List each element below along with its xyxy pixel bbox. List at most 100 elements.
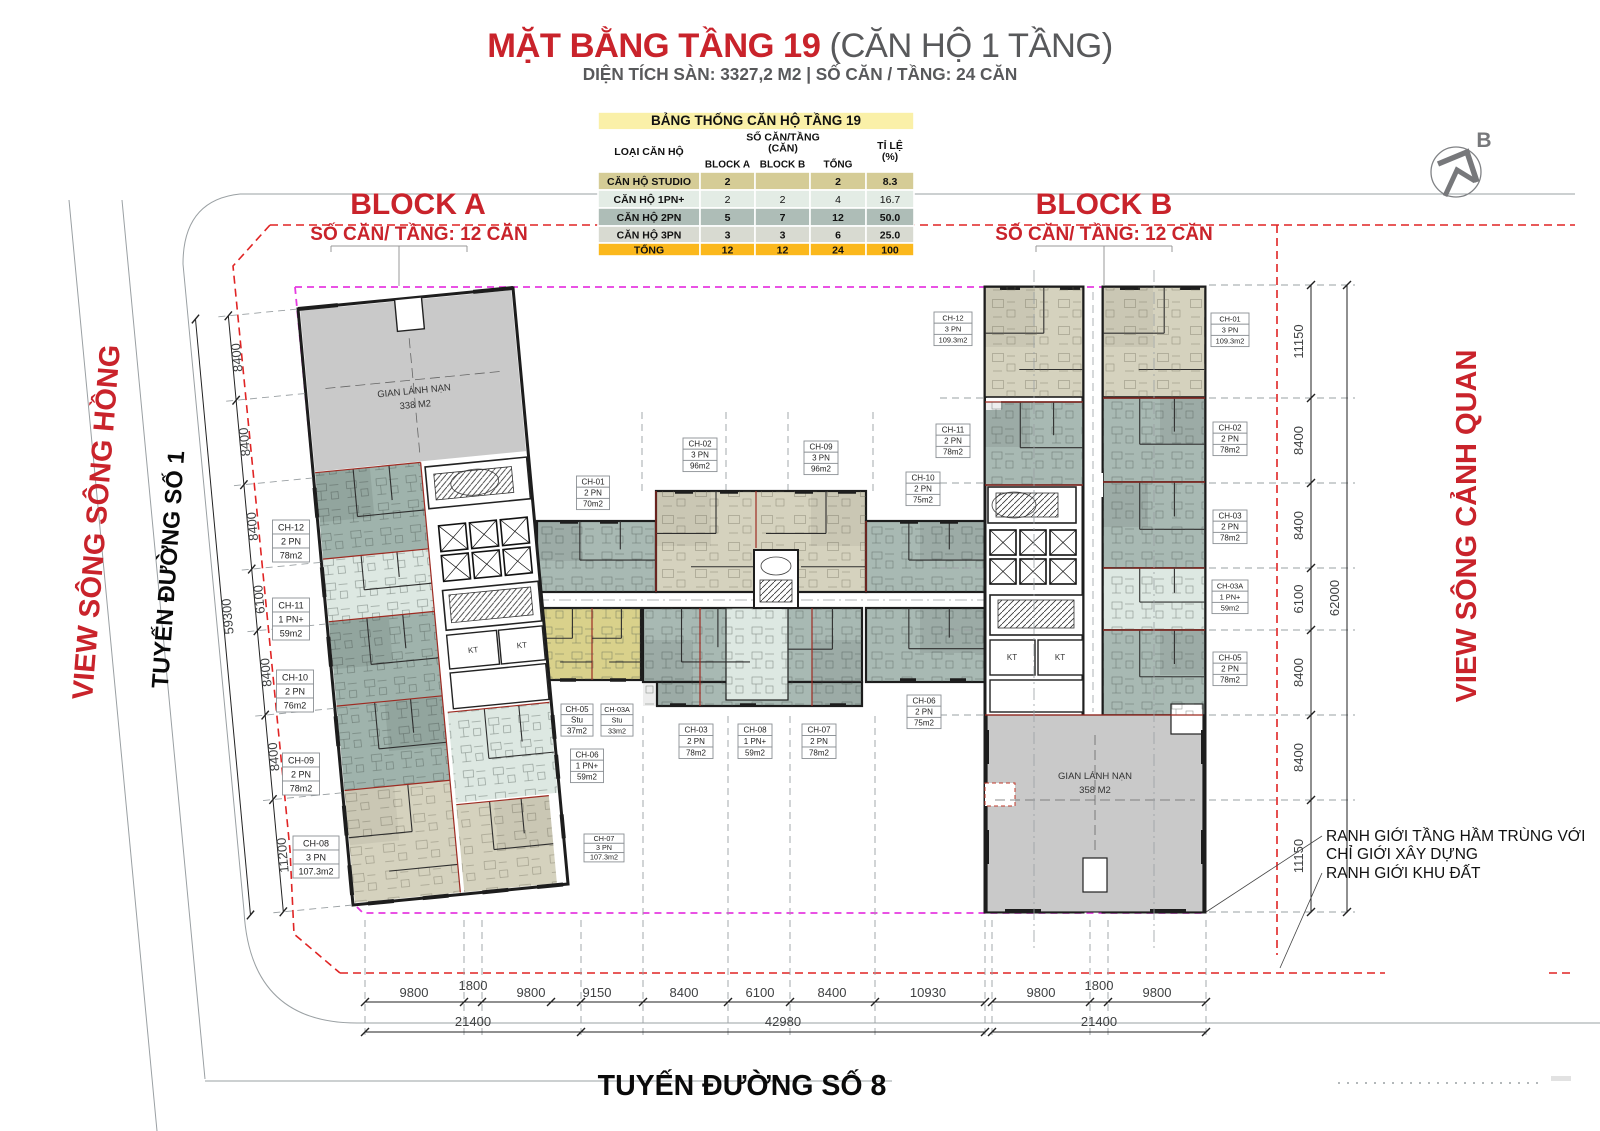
- svg-text:9150: 9150: [583, 985, 612, 1000]
- svg-text:TUYẾN ĐƯỜNG SỐ 8: TUYẾN ĐƯỜNG SỐ 8: [598, 1069, 887, 1102]
- svg-text:GIAN LÁNH NẠN: GIAN LÁNH NẠN: [1058, 771, 1132, 782]
- svg-text:2: 2: [725, 194, 731, 206]
- svg-text:BẢNG THỐNG CĂN HỘ TẦNG 19: BẢNG THỐNG CĂN HỘ TẦNG 19: [651, 113, 861, 128]
- svg-text:CH-08: CH-08: [743, 726, 767, 735]
- svg-text:RANH GIỚI TẦNG HẦM TRÙNG VỚI: RANH GIỚI TẦNG HẦM TRÙNG VỚI: [1326, 828, 1585, 845]
- svg-text:CĂN HỘ STUDIO: CĂN HỘ STUDIO: [607, 175, 691, 188]
- svg-text:2 PN: 2 PN: [291, 769, 311, 779]
- svg-text:1 PN+: 1 PN+: [744, 737, 767, 746]
- svg-text:1800: 1800: [459, 978, 488, 993]
- svg-text:2 PN: 2 PN: [810, 737, 828, 746]
- svg-text:59m2: 59m2: [745, 749, 766, 758]
- svg-text:8400: 8400: [1291, 426, 1306, 455]
- svg-text:3 PN: 3 PN: [812, 454, 830, 463]
- svg-text:78m2: 78m2: [943, 448, 964, 457]
- svg-text:8400: 8400: [265, 742, 283, 772]
- svg-text:50.0: 50.0: [880, 212, 901, 224]
- svg-text:9800: 9800: [1143, 985, 1172, 1000]
- svg-text:2 PN: 2 PN: [1221, 665, 1239, 674]
- svg-text:CH-09: CH-09: [809, 442, 833, 451]
- svg-text:CH-07: CH-07: [594, 834, 615, 843]
- svg-text:42980: 42980: [765, 1014, 801, 1029]
- svg-text:59m2: 59m2: [280, 628, 303, 638]
- svg-text:75m2: 75m2: [914, 719, 935, 728]
- svg-text:CĂN HỘ 2PN: CĂN HỘ 2PN: [617, 211, 682, 224]
- svg-text:59m2: 59m2: [577, 773, 598, 782]
- svg-text:CH-09: CH-09: [288, 755, 314, 765]
- svg-text:3 PN: 3 PN: [1222, 326, 1238, 335]
- svg-text:(%): (%): [882, 151, 898, 163]
- svg-text:78m2: 78m2: [1220, 676, 1241, 685]
- svg-text:2 PN: 2 PN: [1221, 523, 1239, 532]
- svg-text:3: 3: [725, 229, 731, 241]
- svg-text:75m2: 75m2: [913, 496, 934, 505]
- svg-text:BLOCK B: BLOCK B: [760, 159, 806, 170]
- svg-text:CH-03A: CH-03A: [1217, 581, 1243, 590]
- svg-text:3 PN: 3 PN: [596, 843, 612, 852]
- svg-text:78m2: 78m2: [1220, 534, 1241, 543]
- svg-text:11200: 11200: [274, 837, 292, 873]
- svg-text:109.3m2: 109.3m2: [939, 336, 968, 345]
- svg-text:RANH GIỚI KHU ĐẤT: RANH GIỚI KHU ĐẤT: [1326, 865, 1481, 882]
- svg-text:16.7: 16.7: [880, 194, 901, 206]
- svg-text:12: 12: [777, 244, 789, 256]
- svg-text:78m2: 78m2: [809, 749, 830, 758]
- svg-text:2 PN: 2 PN: [281, 536, 301, 546]
- svg-text:2 PN: 2 PN: [687, 737, 705, 746]
- svg-text:B: B: [1476, 129, 1491, 152]
- svg-text:76m2: 76m2: [284, 700, 307, 710]
- svg-text:6100: 6100: [1291, 585, 1306, 614]
- svg-text:MẶT BẰNG TẦNG 19 (CĂN HỘ 1 TẦN: MẶT BẰNG TẦNG 19 (CĂN HỘ 1 TẦNG): [487, 25, 1113, 65]
- svg-text:1800: 1800: [1085, 978, 1114, 993]
- svg-text:8400: 8400: [818, 985, 847, 1000]
- svg-text:2 PN: 2 PN: [915, 708, 933, 717]
- svg-text:3 PN: 3 PN: [306, 852, 326, 862]
- svg-text:78m2: 78m2: [1220, 446, 1241, 455]
- svg-text:25.0: 25.0: [880, 229, 901, 241]
- svg-text:KT: KT: [1007, 653, 1017, 662]
- svg-text:70m2: 70m2: [583, 500, 604, 509]
- svg-text:96m2: 96m2: [811, 465, 832, 474]
- svg-text:(CĂN): (CĂN): [768, 142, 798, 155]
- svg-text:8400: 8400: [236, 427, 254, 457]
- svg-text:CĂN HỘ 3PN: CĂN HỘ 3PN: [617, 228, 682, 241]
- svg-text:1 PN+: 1 PN+: [576, 762, 599, 771]
- svg-text:8400: 8400: [670, 985, 699, 1000]
- svg-text:DIỆN TÍCH SÀN: 3327,2 M2 | SỐ: DIỆN TÍCH SÀN: 3327,2 M2 | SỐ CĂN / TẦNG…: [583, 64, 1018, 84]
- svg-text:4: 4: [835, 194, 841, 206]
- svg-text:358 M2: 358 M2: [1079, 785, 1111, 796]
- svg-text:2 PN: 2 PN: [285, 686, 305, 696]
- svg-text:3: 3: [780, 229, 786, 241]
- svg-text:CHỈ GIỚI XÂY DỰNG: CHỈ GIỚI XÂY DỰNG: [1326, 846, 1478, 863]
- svg-text:8400: 8400: [1291, 743, 1306, 772]
- svg-text:Stu: Stu: [612, 716, 623, 725]
- svg-text:TUYẾN ĐƯỜNG SỐ 1: TUYẾN ĐƯỜNG SỐ 1: [146, 450, 190, 689]
- svg-text:SỐ CĂN/ TẦNG: 12 CĂN: SỐ CĂN/ TẦNG: 12 CĂN: [310, 223, 527, 245]
- svg-text:78m2: 78m2: [686, 749, 707, 758]
- svg-text:BLOCK A: BLOCK A: [705, 159, 750, 170]
- svg-text:2: 2: [835, 176, 841, 188]
- svg-text:KT: KT: [1055, 653, 1065, 662]
- svg-text:CH-03: CH-03: [1218, 511, 1242, 520]
- svg-text:SỐ CĂN/TẦNG: SỐ CĂN/TẦNG: [746, 130, 820, 144]
- svg-text:12: 12: [832, 212, 844, 224]
- svg-text:9800: 9800: [1027, 985, 1056, 1000]
- svg-text:10930: 10930: [910, 985, 946, 1000]
- svg-text:VIEW SÔNG CẢNH QUAN: VIEW SÔNG CẢNH QUAN: [1449, 350, 1483, 703]
- svg-text:CH-07: CH-07: [807, 726, 831, 735]
- svg-text:TỔNG: TỔNG: [824, 157, 853, 170]
- svg-text:CH-03A: CH-03A: [604, 705, 630, 714]
- svg-text:CH-08: CH-08: [303, 838, 329, 848]
- svg-text:CH-11: CH-11: [942, 425, 965, 434]
- svg-text:CH-02: CH-02: [1218, 423, 1242, 432]
- svg-text:6100: 6100: [250, 584, 268, 614]
- svg-text:5: 5: [725, 212, 731, 224]
- svg-text:6100: 6100: [746, 985, 775, 1000]
- svg-text:3 PN: 3 PN: [691, 451, 709, 460]
- svg-text:CH-10: CH-10: [282, 672, 308, 682]
- svg-text:21400: 21400: [1081, 1014, 1117, 1029]
- svg-text:12: 12: [722, 244, 734, 256]
- svg-text:CH-05: CH-05: [1218, 653, 1242, 662]
- svg-text:8400: 8400: [228, 343, 246, 373]
- svg-text:1 PN+: 1 PN+: [278, 614, 303, 624]
